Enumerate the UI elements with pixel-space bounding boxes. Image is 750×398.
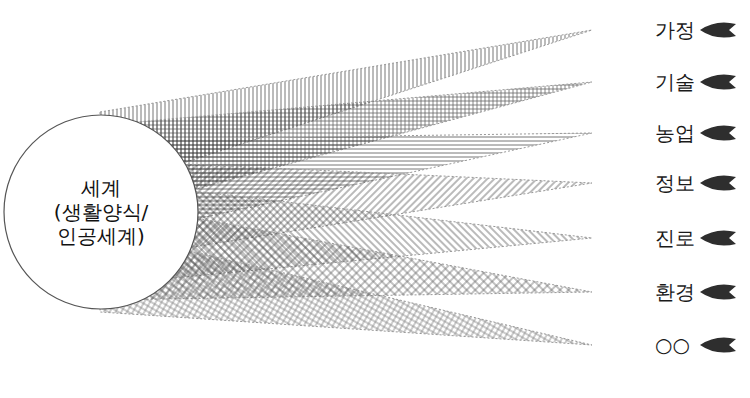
world-circle: 세계 (생활양식/ 인공세계): [3, 114, 199, 310]
fish-icon: [700, 22, 736, 37]
branch-label: 정보: [655, 171, 695, 195]
branch-label: 기술: [655, 70, 695, 94]
circle-text: 세계 (생활양식/ 인공세계): [45, 176, 157, 248]
fish-icon: [700, 74, 736, 89]
branch-label: 환경: [655, 280, 695, 304]
fish-icon: [700, 337, 736, 352]
branch-label: 진로: [655, 226, 695, 250]
fish-icon: [700, 175, 736, 190]
branch-label: 농업: [655, 121, 695, 145]
fish-icon: [700, 125, 736, 140]
circle-shape: [4, 115, 198, 309]
branch-label: ○○: [655, 333, 690, 357]
fish-icon: [700, 284, 736, 299]
fish-icon: [700, 230, 736, 245]
branch-label: 가정: [655, 18, 695, 42]
